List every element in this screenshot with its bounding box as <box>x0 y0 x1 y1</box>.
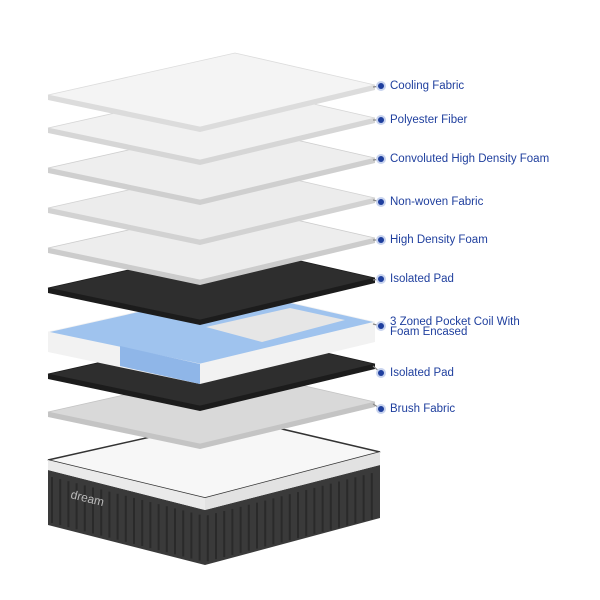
label-pocket-coil-line1: 3 Zoned Pocket Coil With <box>390 316 520 328</box>
label-convoluted-foam: Convoluted High Density Foam <box>390 153 550 165</box>
layer-side-edge <box>200 402 375 449</box>
layer-cooling-fabric <box>47 52 376 128</box>
marker-dot-icon <box>378 83 384 89</box>
marker-dot-icon <box>378 370 384 376</box>
label-high-density-foam: High Density Foam <box>390 234 488 246</box>
label-cooling-fabric: Cooling Fabric <box>390 80 465 92</box>
marker-dot-icon <box>378 117 384 123</box>
label-pocket-coil-line2: Foam Encased <box>390 326 468 338</box>
mattress-base-side <box>48 465 380 565</box>
label-brush-fabric: Brush Fabric <box>390 403 456 415</box>
layer-side-edge <box>200 364 375 411</box>
coil-foam-zone <box>206 308 345 342</box>
marker-dot-icon <box>378 237 384 243</box>
label-non-woven-fabric: Non-woven Fabric <box>390 196 484 208</box>
marker-dot-icon <box>378 156 384 162</box>
layer-front-edge <box>48 208 200 245</box>
label-polyester-fiber: Polyester Fiber <box>390 114 468 126</box>
coil-springs-front <box>120 346 200 384</box>
layer-side-edge <box>200 238 375 285</box>
layer-front-edge <box>48 248 200 285</box>
marker-dot-icon <box>378 199 384 205</box>
layer-side-edge <box>200 118 375 165</box>
layer-side-edge <box>200 198 375 245</box>
marker-dot-icon <box>378 323 384 329</box>
layer-front-edge <box>48 412 200 449</box>
layer-front-edge <box>48 288 200 325</box>
layer-side-edge <box>200 322 375 384</box>
layer-front-edge <box>48 128 200 165</box>
mattress-top-edge-right <box>205 452 380 510</box>
layer-side-edge <box>200 158 375 205</box>
mattress-top-edge <box>48 460 205 510</box>
layer-front-edge <box>48 95 200 132</box>
marker-dot-icon <box>378 406 384 412</box>
label-isolated-pad-bottom: Isolated Pad <box>390 367 454 379</box>
marker-dot-icon <box>378 276 384 282</box>
layer-side-edge <box>200 278 375 325</box>
layer-front-edge <box>48 374 200 411</box>
layer-side-edge <box>200 85 375 132</box>
label-isolated-pad-top: Isolated Pad <box>390 273 454 285</box>
layer-front-edge <box>48 168 200 205</box>
